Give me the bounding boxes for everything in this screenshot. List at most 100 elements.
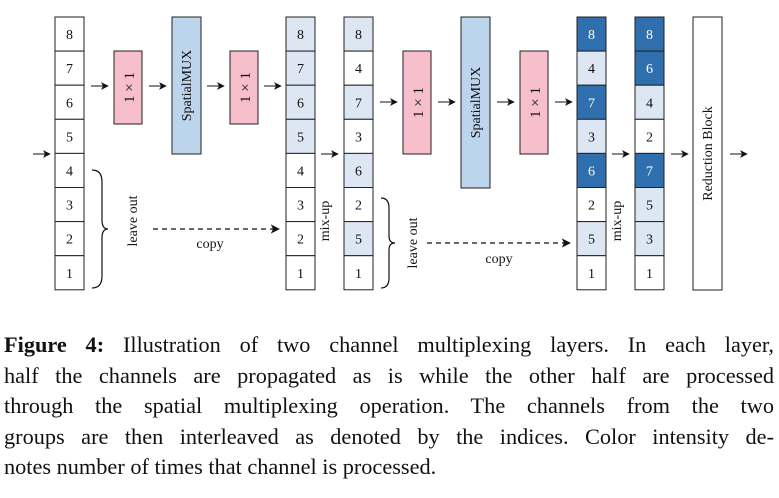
channel-index-label: 5 <box>646 199 653 214</box>
channel-index-label: 4 <box>355 62 362 77</box>
conv-block-1b: 1 × 1 <box>229 50 259 125</box>
svg-text:1 × 1: 1 × 1 <box>122 72 138 103</box>
channel-cell <box>576 187 607 223</box>
leave-out-brace-2 <box>380 197 396 289</box>
flow-arrows <box>33 82 748 158</box>
channel-cell <box>285 84 316 120</box>
channel-index-label: 5 <box>588 233 595 248</box>
channel-index-label: 3 <box>646 233 653 248</box>
channel-cell <box>634 221 665 257</box>
figure-caption: Figure 4: Illustration of two channel mu… <box>4 330 774 483</box>
copy-label-2: copy <box>485 252 512 267</box>
channel-index-label: 3 <box>588 130 595 145</box>
leave-out-brace-1 <box>91 169 109 289</box>
channel-cell <box>634 118 665 154</box>
channel-cell <box>576 221 607 257</box>
channel-cell <box>54 187 85 223</box>
channel-cell <box>285 50 316 86</box>
channel-index-label: 6 <box>66 96 73 111</box>
channel-stack-mixup-1: 8 4 7 3 6 2 5 1 <box>343 16 374 291</box>
channel-index-label: 1 <box>588 267 595 282</box>
channel-index-label: 2 <box>297 233 304 248</box>
channel-stack-after-mux-1: 8 7 6 5 4 3 2 1 <box>285 16 316 291</box>
caption-line-4: groups are then interleaved as denoted b… <box>4 423 774 449</box>
channel-index-label: 7 <box>66 62 73 77</box>
channel-index-label: 5 <box>297 130 304 145</box>
channel-cell <box>343 187 374 223</box>
channel-cell <box>54 118 85 154</box>
channel-index-label: 1 <box>646 267 653 282</box>
channel-index-label: 1 <box>297 267 304 282</box>
channel-cell <box>343 221 374 257</box>
channel-cell <box>343 255 374 291</box>
channel-index-label: 1 <box>355 267 362 282</box>
channel-index-label: 2 <box>66 233 73 248</box>
channel-index-label: 2 <box>588 199 595 214</box>
channel-cell <box>285 255 316 291</box>
channel-index-label: 3 <box>66 199 73 214</box>
channel-index-label: 5 <box>355 233 362 248</box>
channel-index-label: 8 <box>297 28 304 43</box>
channel-cell <box>634 255 665 291</box>
channel-index-label: 8 <box>588 28 595 43</box>
mixup-label-1: mix-up <box>318 201 333 241</box>
channel-cell <box>576 255 607 291</box>
channel-index-label: 8 <box>646 28 653 43</box>
caption-line-3: through the spatial multiplexing operati… <box>4 393 774 418</box>
svg-text:1 × 1: 1 × 1 <box>238 72 254 103</box>
channel-index-label: 8 <box>66 28 73 43</box>
channel-index-label: 6 <box>588 164 595 179</box>
channel-index-label: 7 <box>297 62 304 77</box>
channel-cell <box>343 118 374 154</box>
conv-block-2b: 1 × 1 <box>519 50 549 155</box>
channel-index-label: 1 <box>66 267 73 282</box>
channel-index-label: 2 <box>355 199 362 214</box>
channel-index-label: 3 <box>297 199 304 214</box>
channel-cell <box>54 50 85 86</box>
channel-cell <box>576 50 607 86</box>
conv-block-1a: 1 × 1 <box>113 50 143 125</box>
channel-index-label: 4 <box>297 164 304 179</box>
channel-cell <box>343 84 374 120</box>
reduction-block: Reduction Block <box>692 16 723 291</box>
channel-index-label: 6 <box>646 62 653 77</box>
copy-label-1: copy <box>196 237 223 252</box>
caption-line-2: half the channels are propagated as is w… <box>4 362 774 388</box>
channel-index-label: 7 <box>646 164 653 179</box>
conv-block-2a: 1 × 1 <box>402 50 432 155</box>
channel-cell <box>576 152 607 188</box>
channel-cell <box>54 16 85 52</box>
channel-cell <box>634 152 665 188</box>
channel-index-label: 5 <box>66 130 73 145</box>
leave-out-label-1: leave out <box>126 195 141 246</box>
channel-cell <box>343 152 374 188</box>
channel-index-label: 3 <box>355 130 362 145</box>
channel-index-label: 6 <box>297 96 304 111</box>
figure-label: Figure 4: <box>4 332 105 357</box>
channel-cell <box>54 255 85 291</box>
svg-text:SpatialMUX: SpatialMUX <box>469 67 484 139</box>
channel-cell <box>285 118 316 154</box>
channel-cell <box>343 16 374 52</box>
channel-cell <box>634 16 665 52</box>
svg-text:Reduction Block: Reduction Block <box>701 106 716 201</box>
channel-index-label: 7 <box>355 96 362 111</box>
channel-cell <box>285 187 316 223</box>
channel-stack-after-mux-2: 8 4 7 3 6 2 5 1 <box>576 16 607 291</box>
multiplexing-diagram: 8 7 6 5 4 3 2 1 8 7 6 5 4 3 2 1 8 4 7 3 6 2 5 1 8 4 7 3 6 2 5 1 8 6 4 2… <box>33 16 748 291</box>
svg-text:SpatialMUX: SpatialMUX <box>180 50 195 122</box>
channel-index-label: 8 <box>355 28 362 43</box>
caption-line-1: Figure 4: Illustration of two channel mu… <box>4 332 774 357</box>
spatial-mux-block-1: SpatialMUX <box>171 16 202 155</box>
leave-out-label-2: leave out <box>406 217 421 268</box>
channel-index-label: 6 <box>355 164 362 179</box>
channel-index-label: 4 <box>588 62 595 77</box>
mixup-label-2: mix-up <box>610 201 625 241</box>
channel-index-label: 7 <box>588 96 595 111</box>
channel-index-label: 4 <box>66 164 73 179</box>
svg-text:1 × 1: 1 × 1 <box>411 87 427 118</box>
channel-stack-input: 8 7 6 5 4 3 2 1 <box>54 16 85 291</box>
spatial-mux-block-2: SpatialMUX <box>460 16 491 189</box>
channel-index-label: 4 <box>646 96 653 111</box>
